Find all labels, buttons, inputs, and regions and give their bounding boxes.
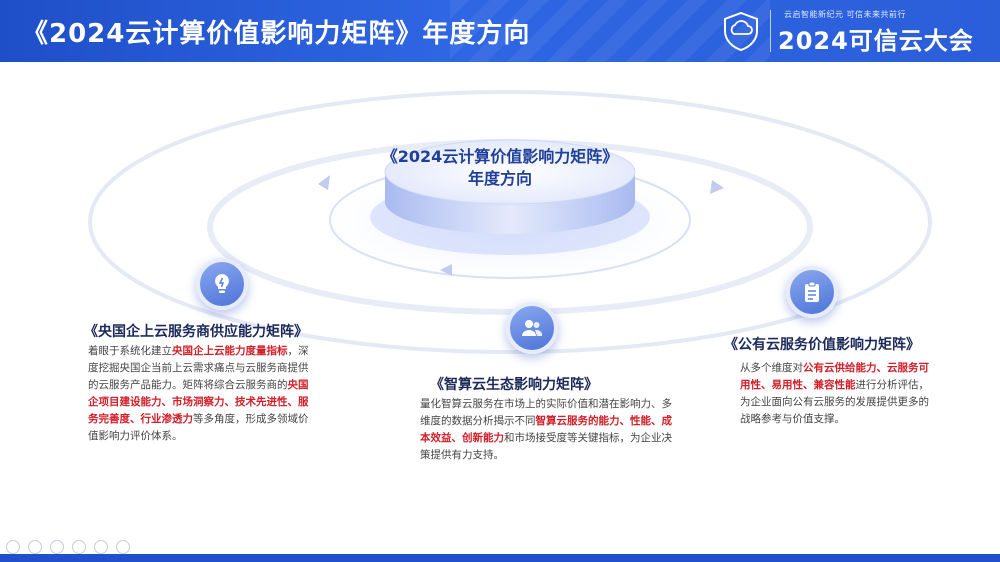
body-text: 从多个维度对 [740, 362, 803, 374]
header-bar: 《2024云计算价值影响力矩阵》年度方向 云启智能新纪元 可信未来共前行 202… [0, 0, 1000, 62]
body-text: 着眼于系统化建立 [88, 345, 172, 357]
body-text: 等多角度，形成多领域价值影响力评价体系。 [88, 413, 309, 442]
section-body-left: 着眼于系统化建立央国企上云能力度量指标，深度挖掘央国企当前上云需求痛点与云服务商… [88, 343, 314, 445]
node-right [786, 266, 838, 318]
section-title-right: 《公有云服务价值影响力矩阵》 [724, 337, 920, 353]
section-title-left: 《央国企上云服务商供应能力矩阵》 [84, 324, 308, 340]
body-text: 和市场接受度等关键指标，为企业决策提供有力支持。 [420, 432, 672, 461]
header-decoration [450, 0, 770, 62]
logo-divider [770, 10, 771, 52]
highlight-text: 央国企上云能力度量指标 [172, 345, 288, 357]
cloud-shield-icon [724, 11, 758, 52]
highlight-text: 智算云服务的能力、性能、成本效益、创新能力 [420, 415, 672, 444]
prev-icon[interactable] [6, 540, 20, 554]
zoom-icon[interactable] [94, 540, 108, 554]
slogan: 云启智能新纪元 可信未来共前行 [784, 10, 907, 19]
section-body-right: 从多个维度对公有云供给能力、云服务可用性、易用性、兼容性能进行分析评估，为企业面… [740, 360, 936, 428]
highlight-text: 公有云供给能力、云服务可用性、易用性、兼容性能 [740, 362, 929, 391]
node-middle [506, 302, 558, 354]
users-icon [522, 320, 543, 336]
lightbulb-icon [215, 274, 229, 293]
section-title-middle: 《智算云生态影响力矩阵》 [430, 377, 598, 393]
body-text: 量化智算云服务在市场上的实际价值和潜在影响力、多维度的数据分析揭示不同 [420, 398, 672, 427]
cylinder-top [384, 139, 636, 205]
orbit-diagram [88, 90, 932, 354]
orbit-arrow-right [710, 180, 724, 194]
body-text: 进行分析评估，为企业面向公有云服务的发展提供更多的战略参考与价值支撑。 [740, 379, 929, 425]
section-body-middle: 量化智算云服务在市场上的实际价值和潜在影响力、多维度的数据分析揭示不同智算云服务… [420, 396, 676, 464]
pen-icon[interactable] [50, 540, 64, 554]
clipboard-icon [805, 281, 819, 302]
highlight-text: 央国企项目建设能力、市场洞察力、技术先进性、服务完善度、行业渗透力 [88, 379, 309, 425]
orbit-arrow-left [318, 175, 330, 190]
orbit-arrow-bottom [440, 264, 452, 276]
center-title: 《2024云计算价值影响力矩阵》 年度方向 [381, 147, 619, 188]
brand-name: 2024可信云大会 [778, 27, 974, 55]
present-icon[interactable] [72, 540, 86, 554]
page-title: 《2024云计算价值影响力矩阵》年度方向 [22, 19, 531, 49]
node-left [196, 258, 248, 310]
footer-bar [0, 554, 1000, 562]
body-text: ，深度挖掘央国企当前上云需求痛点与云服务商提供的云服务产品能力。矩阵将综合云服务… [88, 345, 309, 391]
more-icon[interactable] [116, 540, 130, 554]
outer-orbit [88, 90, 932, 354]
play-icon[interactable] [28, 540, 42, 554]
